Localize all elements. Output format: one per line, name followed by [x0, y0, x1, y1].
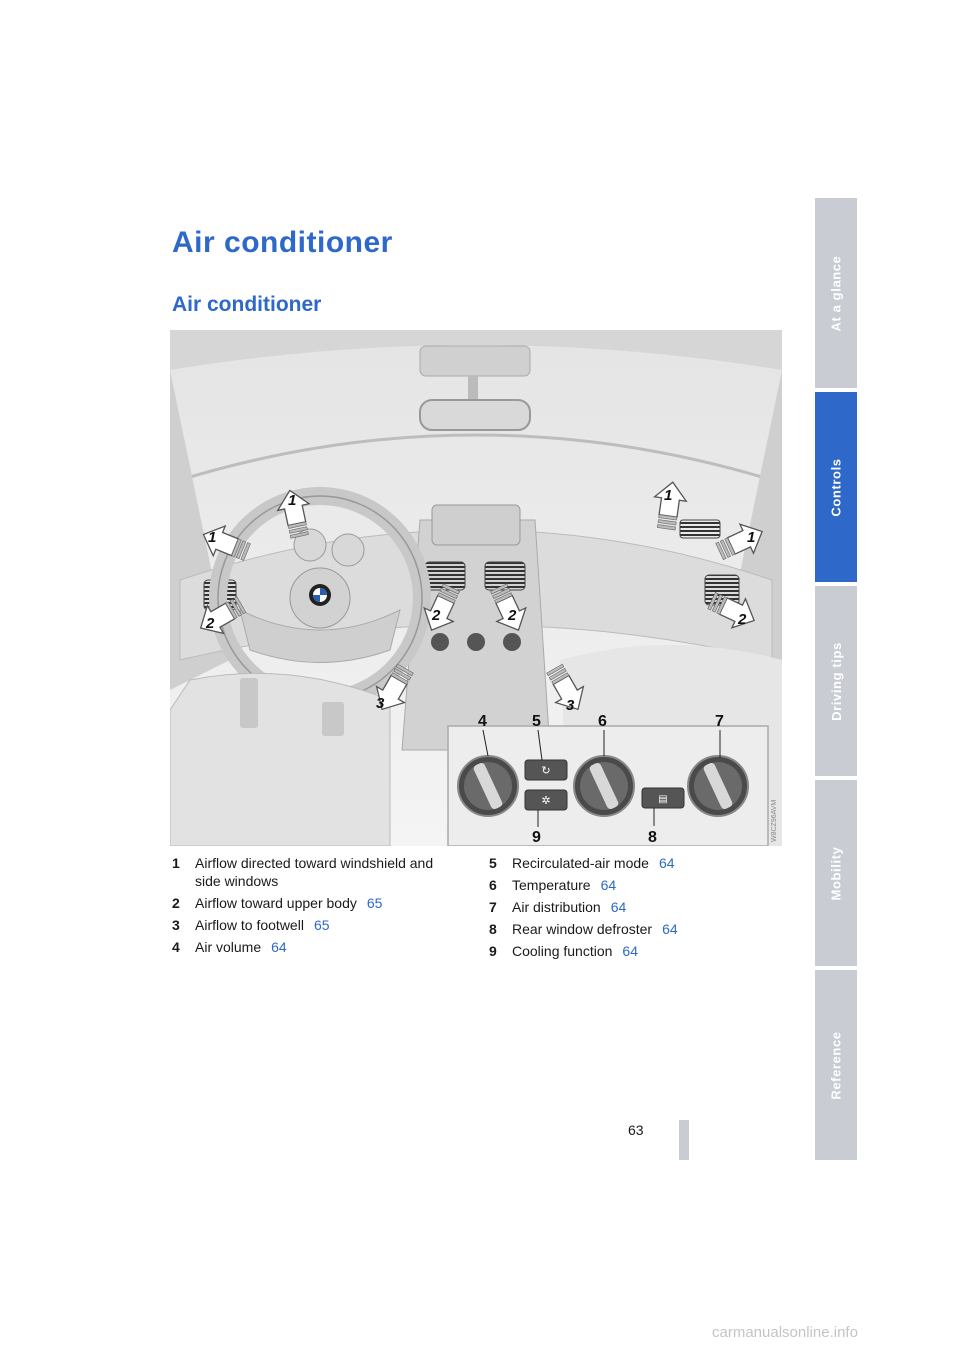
legend-item: 7 Air distribution 64	[489, 898, 749, 916]
legend-num: 1	[172, 855, 180, 871]
callout-2d: 2	[737, 611, 747, 628]
legend-num: 5	[489, 855, 497, 871]
page-ref-link[interactable]: 64	[622, 943, 638, 959]
page-number-bar	[679, 1120, 689, 1160]
tab-label: Controls	[828, 457, 844, 517]
callout-1a: 1	[288, 492, 296, 509]
chapter-tabs: At a glance Controls Driving tips Mobili…	[815, 198, 857, 1160]
tab-label: Reference	[828, 1030, 844, 1100]
legend-text: Temperature	[512, 877, 591, 893]
legend-item: 5 Recirculated-air mode 64	[489, 854, 749, 872]
tab-driving-tips[interactable]: Driving tips	[815, 586, 857, 776]
tab-at-a-glance[interactable]: At a glance	[815, 198, 857, 388]
svg-text:✲: ✲	[541, 794, 550, 807]
legend-item: 2 Airflow toward upper body 65	[172, 894, 462, 912]
callout-3a: 3	[376, 695, 385, 712]
legend-text: Air distribution	[512, 899, 601, 915]
page-ref-link[interactable]: 64	[662, 921, 678, 937]
panel-label-6: 6	[598, 713, 607, 730]
legend-text: Cooling function	[512, 943, 613, 959]
legend-text: Airflow directed toward windshield and s…	[195, 855, 434, 889]
page-ref-link[interactable]: 65	[366, 895, 383, 911]
dashboard-drawing: ↻ ✲ ▤ 1 1 1 1 2 2 2 2 3 3 4 5 6 7	[169, 330, 782, 847]
legend-item: 1 Airflow directed toward windshield and …	[172, 854, 462, 890]
panel-label-7: 7	[715, 713, 724, 730]
legend-left: 1 Airflow directed toward windshield and …	[172, 854, 462, 960]
dashboard-illustration: ↻ ✲ ▤ 1 1 1 1 2 2 2 2 3 3 4 5 6 7	[169, 330, 782, 847]
tab-label: Mobility	[828, 846, 844, 900]
tab-reference[interactable]: Reference	[815, 970, 857, 1160]
legend-num: 4	[172, 939, 180, 955]
legend-num: 9	[489, 943, 497, 959]
tab-label: Driving tips	[828, 641, 844, 721]
callout-1b: 1	[208, 529, 216, 546]
page-number: 63	[628, 1122, 644, 1138]
tab-controls[interactable]: Controls	[815, 392, 857, 582]
legend-text: Airflow toward upper body	[195, 895, 357, 911]
callout-2a: 2	[205, 615, 215, 632]
callout-3b: 3	[566, 697, 575, 714]
legend-num: 3	[172, 917, 180, 933]
page-ref-link[interactable]: 64	[600, 877, 617, 893]
legend-num: 8	[489, 921, 497, 937]
section-title: Air conditioner	[172, 293, 322, 316]
page-ref-link[interactable]: 64	[610, 899, 627, 915]
callout-1d: 1	[747, 529, 755, 546]
legend-text: Recirculated-air mode	[512, 855, 649, 871]
legend-num: 2	[172, 895, 180, 911]
image-code: W8CZ96AVM	[771, 800, 778, 842]
page-ref-link[interactable]: 64	[271, 939, 287, 955]
page-ref-link[interactable]: 65	[313, 917, 330, 933]
legend-text: Airflow to footwell	[195, 917, 304, 933]
callout-2c: 2	[507, 607, 517, 624]
page-title: Air conditioner	[172, 226, 393, 259]
panel-label-5: 5	[532, 713, 541, 730]
legend-item: 4 Air volume 64	[172, 938, 462, 956]
legend-text: Air volume	[195, 939, 262, 955]
legend-item: 3 Airflow to footwell 65	[172, 916, 462, 934]
panel-label-4: 4	[478, 713, 487, 730]
legend-item: 8 Rear window defroster 64	[489, 920, 749, 938]
tab-label: At a glance	[828, 255, 844, 331]
svg-text:▤: ▤	[658, 794, 667, 805]
callout-1c: 1	[664, 487, 672, 504]
panel-label-8: 8	[648, 829, 657, 846]
tab-mobility[interactable]: Mobility	[815, 780, 857, 966]
svg-text:↻: ↻	[541, 764, 550, 777]
panel-label-9: 9	[532, 829, 541, 846]
site-credit: carmanualsonline.info	[712, 1324, 858, 1341]
page-ref-link[interactable]: 64	[658, 855, 675, 871]
callout-2b: 2	[431, 607, 441, 624]
legend-num: 6	[489, 877, 497, 893]
legend-text: Rear window defroster	[512, 921, 653, 937]
legend-item: 6 Temperature 64	[489, 876, 749, 894]
legend-num: 7	[489, 899, 497, 915]
legend-item: 9 Cooling function 64	[489, 942, 749, 960]
